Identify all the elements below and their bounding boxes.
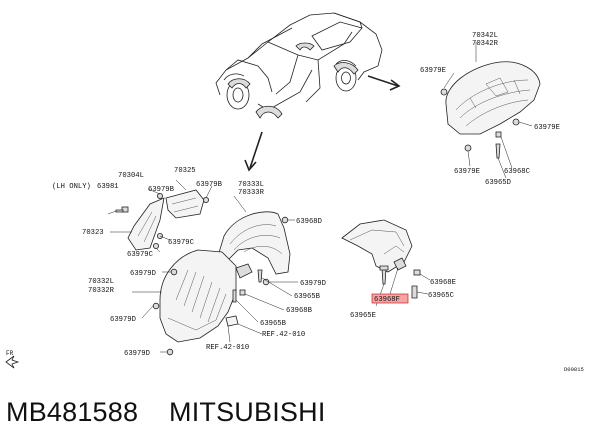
front-direction-arrow-icon [5,355,20,369]
highlight-63968F [371,293,409,304]
clip-63981-icon [121,206,129,213]
clip-63968B-icon [239,289,246,296]
label-63968B: 63968B [286,307,313,315]
caption-gap [138,397,169,427]
screw-63965B-a-icon [257,269,263,283]
rear-liner-group [440,42,541,179]
label-63968F: 63968F [374,296,400,304]
clip-63979E-b-icon [512,118,520,126]
clip-63979B-a-icon [156,192,163,199]
label-lh-only: (LH ONLY) [52,183,91,191]
screw-63965D-icon [495,143,501,159]
brand-name: MITSUBISHI [169,397,326,427]
label-63979C-b: 63979C [127,251,154,259]
label-70323: 70323 [82,229,104,237]
label-63965B-b: 63965B [260,320,287,328]
clip-63979B-b-icon [202,196,209,203]
mudguard-group [341,219,431,307]
label-63979D-b: 63979D [110,316,136,324]
label-70332R: 70332R [88,287,115,295]
label-63979D-a: 63979D [130,270,156,278]
screw-63965B-b-icon [232,289,237,303]
bracket-70325 [165,189,205,219]
label-63968E: 63968E [430,279,456,287]
label-ref-2: REF.42-010 [206,344,249,352]
clip-63979E-a-icon [440,88,448,96]
label-63979D-d: 63979D [300,280,326,288]
label-63965E: 63965E [350,312,376,320]
label-70333R: 70333R [238,189,265,197]
arrow-down-icon [244,131,263,172]
part-caption: MB481588 MITSUBISHI [6,392,326,432]
ref-bracket-icon [225,315,239,327]
clip-63979C-b-icon [152,242,159,249]
label-70342R: 70342R [472,40,499,48]
screw-63965C-icon [411,285,418,299]
label-63979B-a: 63979B [148,186,175,194]
label-63979E-a: 63979E [420,67,446,75]
label-63981: 63981 [97,183,119,191]
label-63965B-a: 63965B [294,293,321,301]
label-70333L: 70333L [238,181,264,189]
label-63979E-c: 63979E [454,168,480,176]
clip-63968D-icon [281,216,289,224]
clip-63979D-a-icon [170,268,178,276]
figure-code: D00815 [564,366,584,373]
label-fr: FR [6,350,14,357]
label-63968D: 63968D [296,218,322,226]
label-70304L: 70304L [118,172,144,180]
clip-63979E-c-icon [464,144,472,152]
clip-63979D-c-icon [166,348,174,356]
label-ref-1: REF.42-010 [262,331,305,339]
part-number: MB481588 [6,397,139,427]
clip-63979D-b-icon [152,302,160,310]
truck-outline-icon [215,12,383,119]
clip-63968C-icon [495,131,502,138]
arrow-right-icon [367,75,401,91]
wheel-liner-70332 [159,249,237,343]
label-63979B-b: 63979B [196,181,223,189]
label-63979C-a: 63979C [168,239,195,247]
front-liner-group [107,179,298,356]
label-63965D: 63965D [485,179,511,187]
label-63965C: 63965C [428,292,455,300]
label-70342L: 70342L [472,32,498,40]
label-63979E-b: 63979E [534,124,560,132]
label-70325: 70325 [174,167,196,175]
wheel-liner-70333 [217,211,291,275]
label-70332L: 70332L [88,278,114,286]
clip-63968E-icon [413,269,421,276]
label-63968C: 63968C [504,168,531,176]
splash-shield-70323 [127,197,165,251]
clip-63979D-d-icon [262,278,270,286]
label-63979D-c: 63979D [124,350,150,358]
